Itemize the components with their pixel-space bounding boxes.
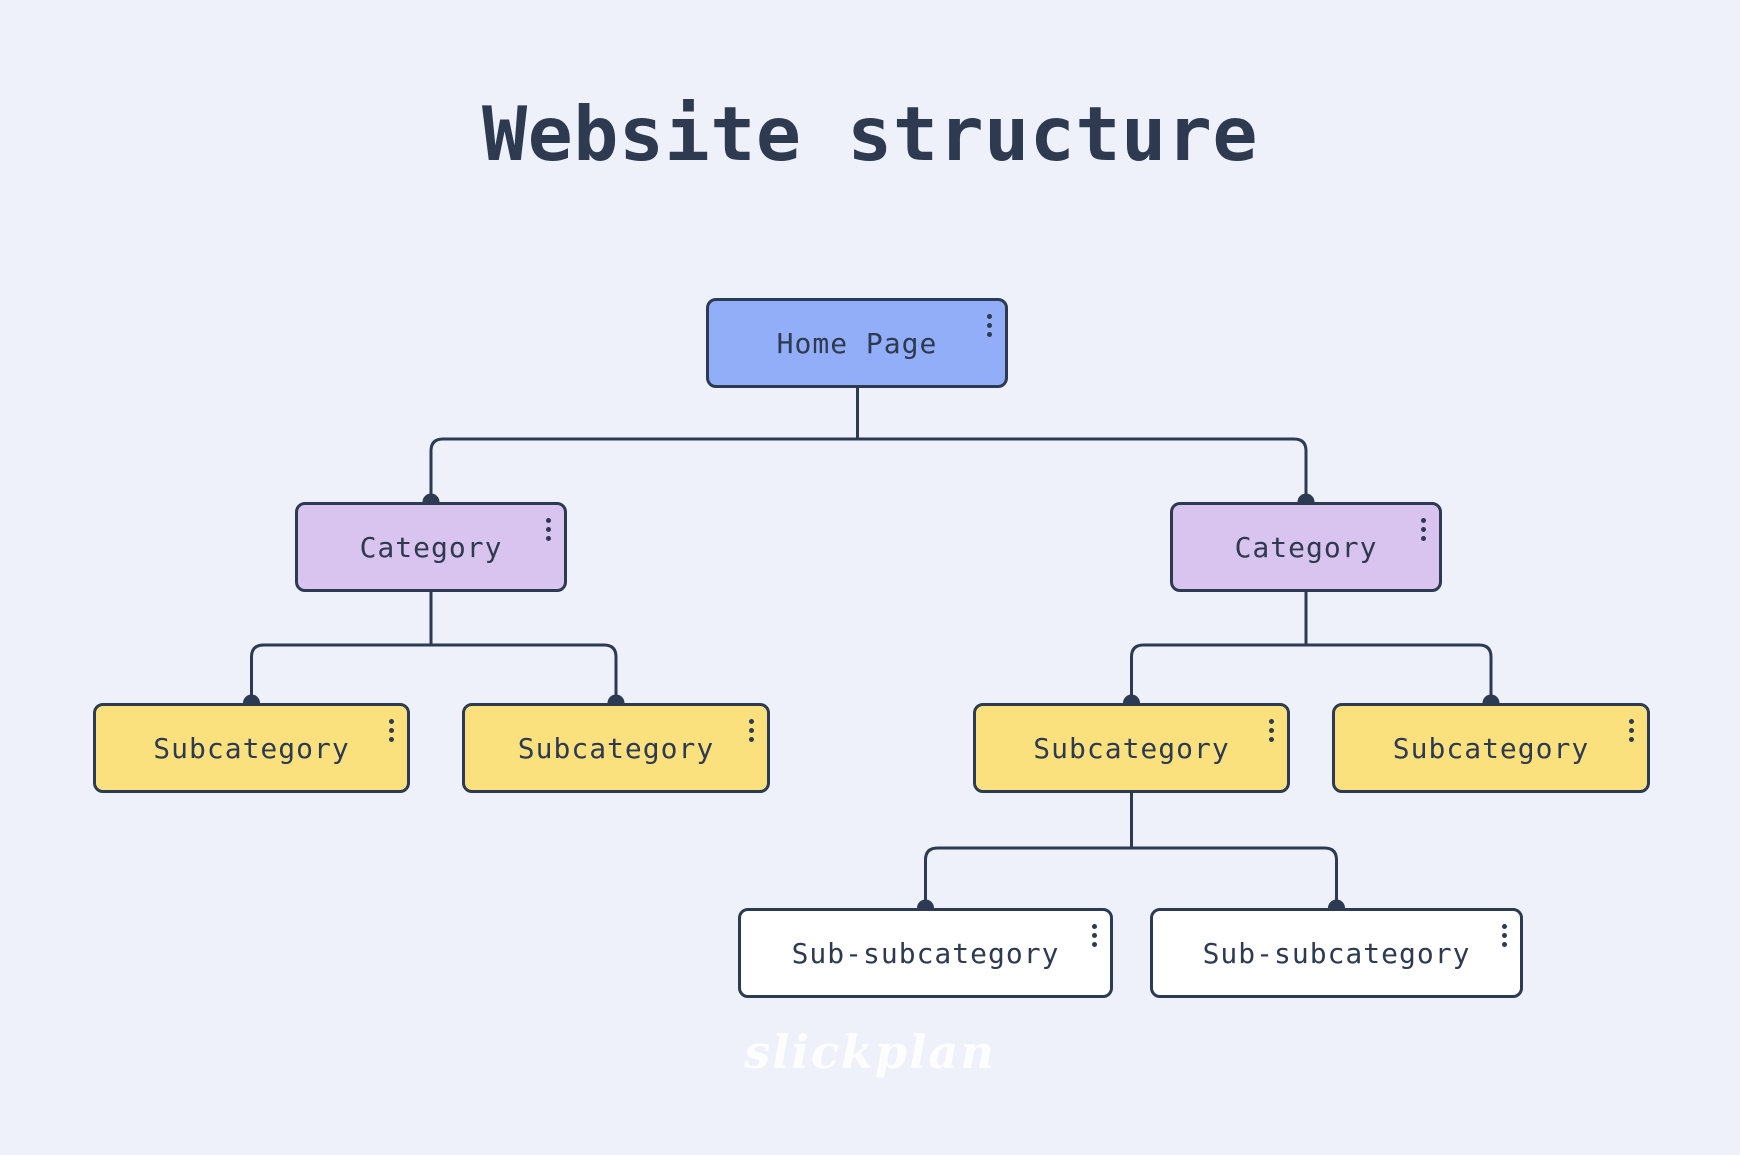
- node-label: Category: [1234, 530, 1378, 564]
- connector-path: [924, 846, 1338, 910]
- kebab-menu-icon[interactable]: [1419, 516, 1428, 543]
- node-category-right[interactable]: Category: [1170, 502, 1442, 592]
- node-label: Subcategory: [1033, 731, 1230, 765]
- kebab-menu-icon[interactable]: [1500, 922, 1509, 949]
- kebab-menu-icon[interactable]: [387, 717, 396, 744]
- node-category-left[interactable]: Category: [295, 502, 567, 592]
- node-subcategory-left-2[interactable]: Subcategory: [462, 703, 770, 793]
- node-sub-subcategory-2[interactable]: Sub-subcategory: [1150, 908, 1523, 998]
- kebab-menu-icon[interactable]: [1627, 717, 1636, 744]
- kebab-menu-icon[interactable]: [1090, 922, 1099, 949]
- node-subcategory-right-1[interactable]: Subcategory: [973, 703, 1290, 793]
- node-label: Sub-subcategory: [1202, 936, 1471, 970]
- diagram-title: Website structure: [481, 90, 1259, 178]
- kebab-menu-icon[interactable]: [747, 717, 756, 744]
- node-label: Subcategory: [517, 731, 715, 765]
- node-label: Sub-subcategory: [791, 936, 1060, 970]
- node-label: Home Page: [776, 326, 938, 360]
- slickplan-logo: slickplan: [744, 1025, 996, 1079]
- node-label: Category: [359, 530, 503, 564]
- node-subcategory-left-1[interactable]: Subcategory: [93, 703, 410, 793]
- node-label: Subcategory: [153, 731, 350, 765]
- connector-path: [429, 437, 1308, 504]
- node-label: Subcategory: [1392, 731, 1590, 765]
- node-subcategory-right-2[interactable]: Subcategory: [1332, 703, 1650, 793]
- node-sub-subcategory-1[interactable]: Sub-subcategory: [738, 908, 1113, 998]
- kebab-menu-icon[interactable]: [544, 516, 553, 543]
- kebab-menu-icon[interactable]: [985, 312, 994, 339]
- connector-path: [1130, 643, 1493, 705]
- kebab-menu-icon[interactable]: [1267, 717, 1276, 744]
- node-home-page[interactable]: Home Page: [706, 298, 1008, 388]
- connector-path: [250, 643, 618, 705]
